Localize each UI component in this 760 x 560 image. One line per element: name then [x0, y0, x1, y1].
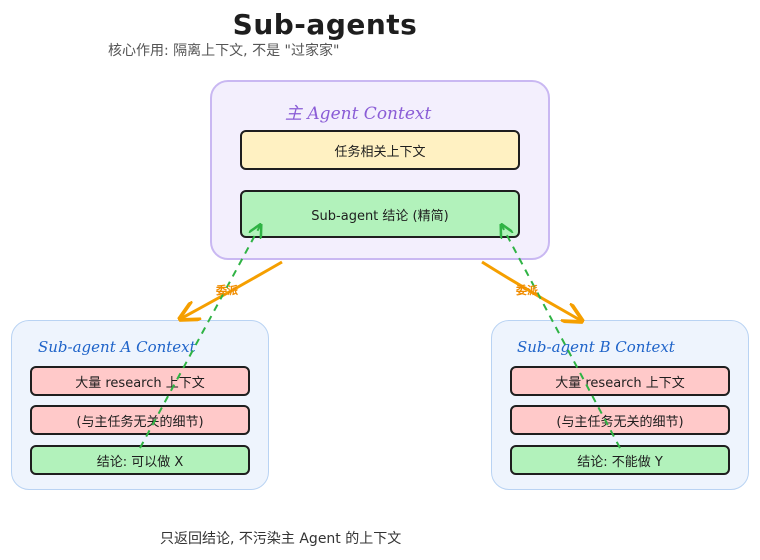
main-conclusion-box: Sub-agent 结论 (精简) [240, 190, 520, 238]
footer-note: 只返回结论, 不污染主 Agent 的上下文 [160, 531, 402, 547]
sub-agent-a-details-label: (与主任务无关的细节) [76, 414, 204, 430]
sub-agent-b-details-label: (与主任务无关的细节) [556, 414, 684, 430]
sub-agent-a-research-box: 大量 research 上下文 [30, 366, 250, 396]
sub-agent-b-conclusion-box: 结论: 不能做 Y [510, 445, 730, 475]
main-agent-title: 主 Agent Context [285, 104, 432, 124]
main-task-context-label: 任务相关上下文 [334, 144, 426, 160]
delegate-label-left: 委派 [216, 284, 238, 297]
delegate-arrow-right [481, 260, 580, 320]
delegate-arrow-left [182, 260, 283, 318]
main-task-context-box: 任务相关上下文 [240, 130, 520, 170]
main-conclusion-label: Sub-agent 结论 (精简) [311, 208, 449, 224]
sub-agent-a-conclusion-box: 结论: 可以做 X [30, 445, 250, 475]
sub-agent-a-title: Sub-agent A Context [38, 338, 196, 356]
sub-agent-b-details-box: (与主任务无关的细节) [510, 405, 730, 435]
return-arrow-left [139, 226, 260, 449]
delegate-label-right: 委派 [516, 284, 538, 297]
sub-agent-a-details-box: (与主任务无关的细节) [30, 405, 250, 435]
sub-agent-a-conclusion-label: 结论: 可以做 X [96, 454, 184, 470]
sub-agent-b-title: Sub-agent B Context [517, 338, 675, 356]
sub-agent-b-conclusion-label: 结论: 不能做 Y [577, 454, 663, 470]
page-title: Sub-agents [232, 8, 418, 41]
page-subtitle: 核心作用: 隔离上下文, 不是 "过家家" [108, 43, 340, 59]
return-arrow-right [502, 226, 621, 449]
